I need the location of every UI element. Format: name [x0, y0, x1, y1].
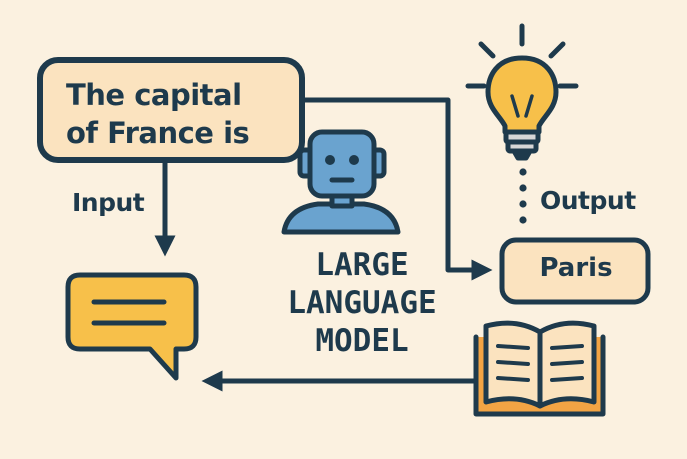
prompt-box	[37, 57, 305, 163]
input-label: Input	[72, 188, 145, 217]
output-label: Output	[540, 186, 636, 215]
model-title-line-1: LARGE	[315, 247, 409, 283]
model-title-line-2: LANGUAGE	[287, 285, 437, 321]
prompt-text: The capital of France is	[66, 76, 286, 152]
model-title-line-3: MODEL	[315, 323, 409, 359]
model-title: LARGE LANGUAGE MODEL	[262, 246, 462, 360]
robot-icon	[281, 129, 401, 235]
open-book-icon	[473, 320, 606, 417]
prompt-to-output-connector	[302, 97, 493, 281]
prompt-line-1: The capital	[66, 78, 242, 112]
lightbulb-icon	[465, 23, 579, 161]
bulb-dotted-connector	[519, 168, 527, 224]
output-text: Paris	[539, 253, 613, 283]
output-box	[499, 237, 651, 305]
chat-bubble-icon	[65, 272, 199, 381]
prompt-line-2: of France is	[66, 116, 250, 150]
